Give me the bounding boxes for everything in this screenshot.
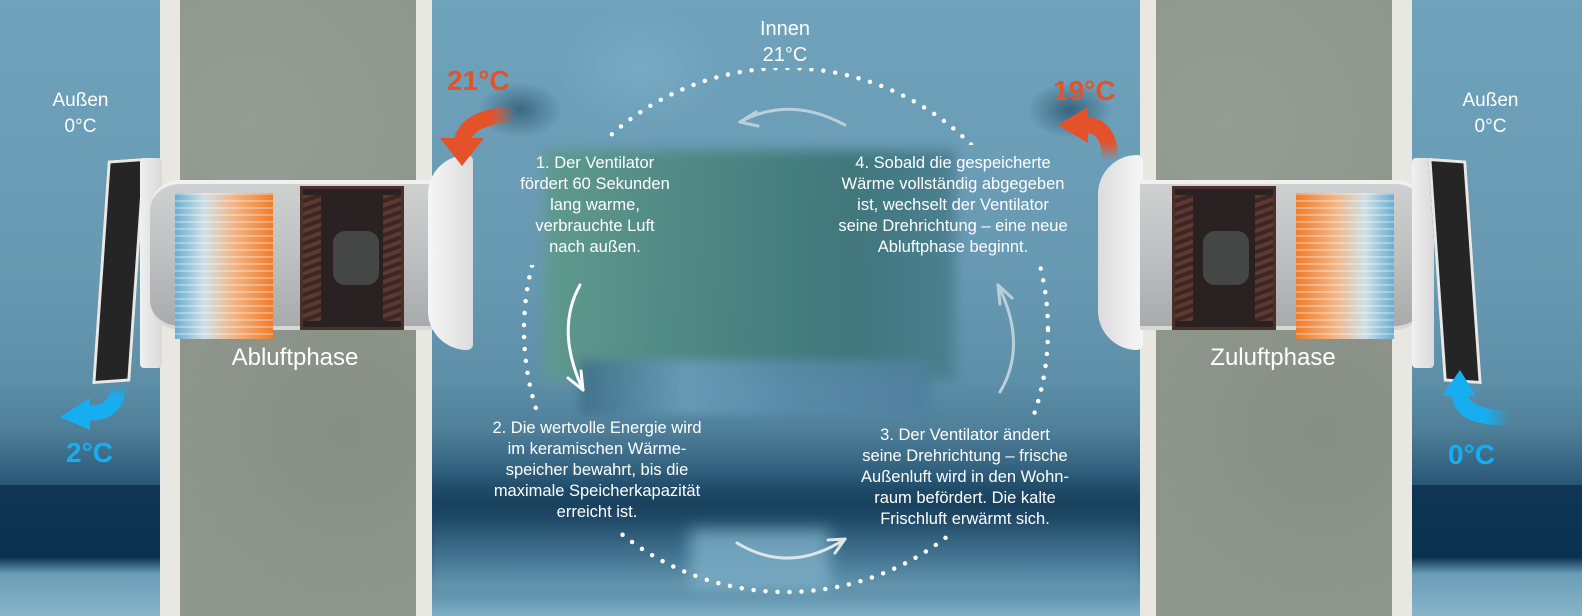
fan-hub: [333, 231, 379, 285]
phase-label-left: Abluftphase: [231, 344, 359, 371]
blurred-board: [545, 150, 955, 380]
temp-left-indoor: 21°C: [447, 65, 510, 96]
cycle-arrow-left: [566, 283, 585, 392]
outside-temp: 0°C: [1474, 116, 1507, 137]
outside-ground-right: [1410, 485, 1582, 616]
phase-label-right: Zuluftphase: [1210, 344, 1336, 371]
inside-title: Innen: [759, 18, 811, 40]
inside-temp: 21°C: [762, 44, 808, 66]
outside-temp: 0°C: [64, 116, 97, 137]
temp-left-outdoor: 2°C: [66, 437, 113, 468]
cycle-dotted-ring: [521, 65, 1051, 595]
blurred-floor-light: [690, 530, 830, 590]
cycle-arrow-right: [996, 283, 1015, 394]
outside-label-right: Außen 0°C: [1448, 88, 1533, 140]
cycle-arrow-bottom: [735, 537, 847, 560]
outside-ground-left: [0, 485, 160, 616]
heat-exchanger-right: [1296, 193, 1394, 339]
outside-title: Außen: [52, 90, 109, 111]
step-4-text: 4. Sobald die gespeicherte Wärme vollstä…: [838, 154, 1068, 256]
inner-grille-left: [428, 155, 473, 350]
cold-air-in-arrow-icon: [1442, 370, 1511, 426]
step-2-text: 2. Die wertvolle Energie wird im keramis…: [492, 419, 702, 521]
warm-air-in-arrow-icon: [440, 107, 516, 166]
fan-hub: [1203, 231, 1249, 285]
outside-label-left: Außen 0°C: [38, 88, 123, 140]
step-1-text: 1. Der Ventilator fördert 60 Sekunden la…: [520, 154, 670, 256]
warm-air-out-arrow-icon: [1058, 107, 1118, 161]
inside-label: Innen 21°C: [740, 16, 830, 68]
blurred-furniture: [580, 360, 930, 415]
fan-right: [1172, 186, 1276, 330]
fan-left: [300, 186, 404, 330]
outer-frame-right: [1412, 158, 1434, 368]
temp-right-indoor: 19°C: [1053, 75, 1116, 106]
heat-exchanger-left: [175, 193, 273, 339]
temp-right-outdoor: 0°C: [1448, 439, 1495, 470]
outside-title: Außen: [1462, 90, 1519, 111]
cycle-arrow-top: [738, 107, 847, 128]
cold-air-out-arrow-icon: [60, 384, 126, 430]
step-3-text: 3. Der Ventilator ändert seine Drehricht…: [861, 426, 1069, 528]
